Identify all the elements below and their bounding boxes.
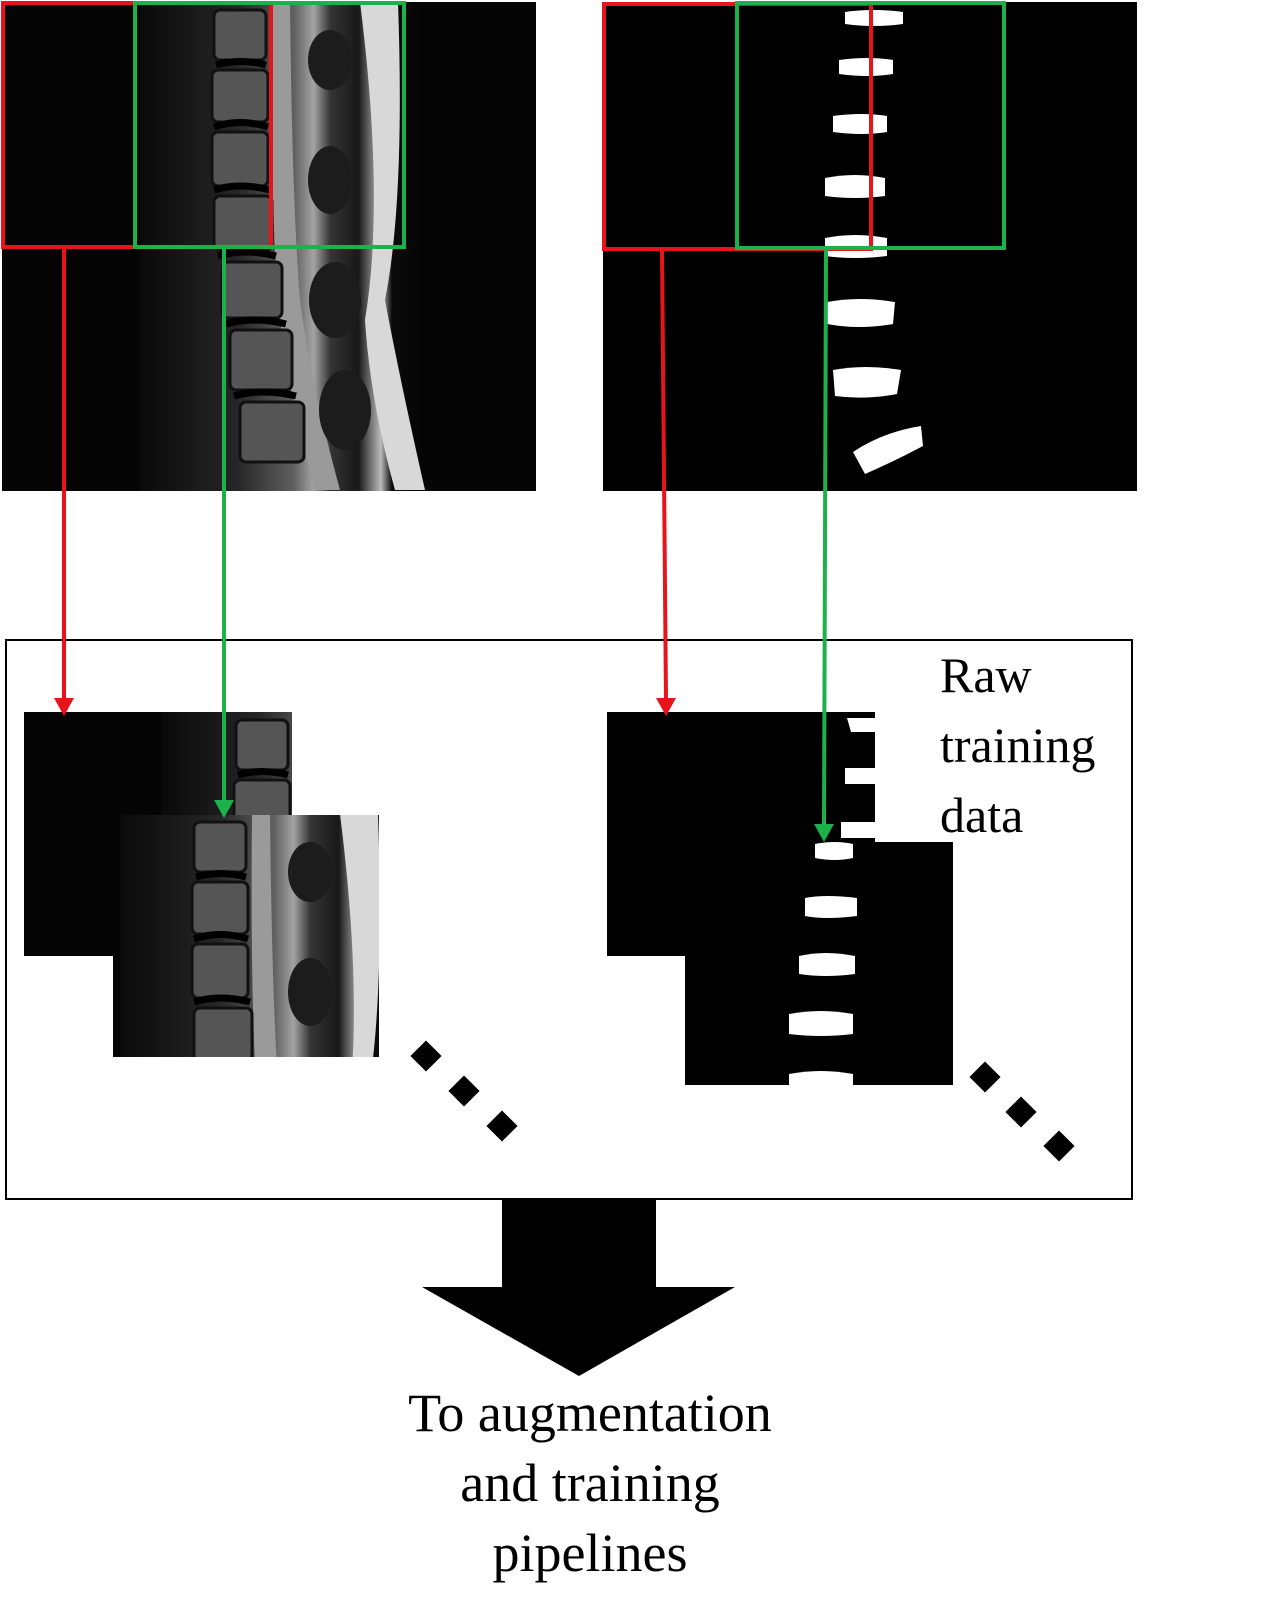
continuation-dots-icon (969, 1061, 1075, 1162)
continuation-dots-icon (410, 1040, 518, 1142)
raw-training-data-label: Raw training data (940, 640, 1140, 850)
output-label-line-2: and training (460, 1453, 720, 1513)
raw-label-line-3: data (940, 787, 1024, 843)
red-arrow-mask (656, 248, 676, 716)
raw-training-data-frame (5, 639, 1133, 1200)
output-pipeline-label: To augmentation and training pipelines (380, 1378, 800, 1588)
output-label-line-3: pipelines (492, 1523, 688, 1583)
raw-label-line-1: Raw (940, 647, 1032, 703)
down-arrow-icon (422, 1200, 735, 1376)
output-label-line-1: To augmentation (408, 1383, 772, 1443)
red-arrow-mri (54, 247, 74, 716)
raw-label-line-2: training (940, 717, 1096, 773)
mask-crop-tile-green (685, 842, 953, 1085)
mask-crop-box-green (735, 1, 1006, 250)
green-arrow-mri (214, 247, 234, 818)
mri-crop-box-green (133, 1, 406, 249)
green-arrow-mask (814, 248, 834, 842)
